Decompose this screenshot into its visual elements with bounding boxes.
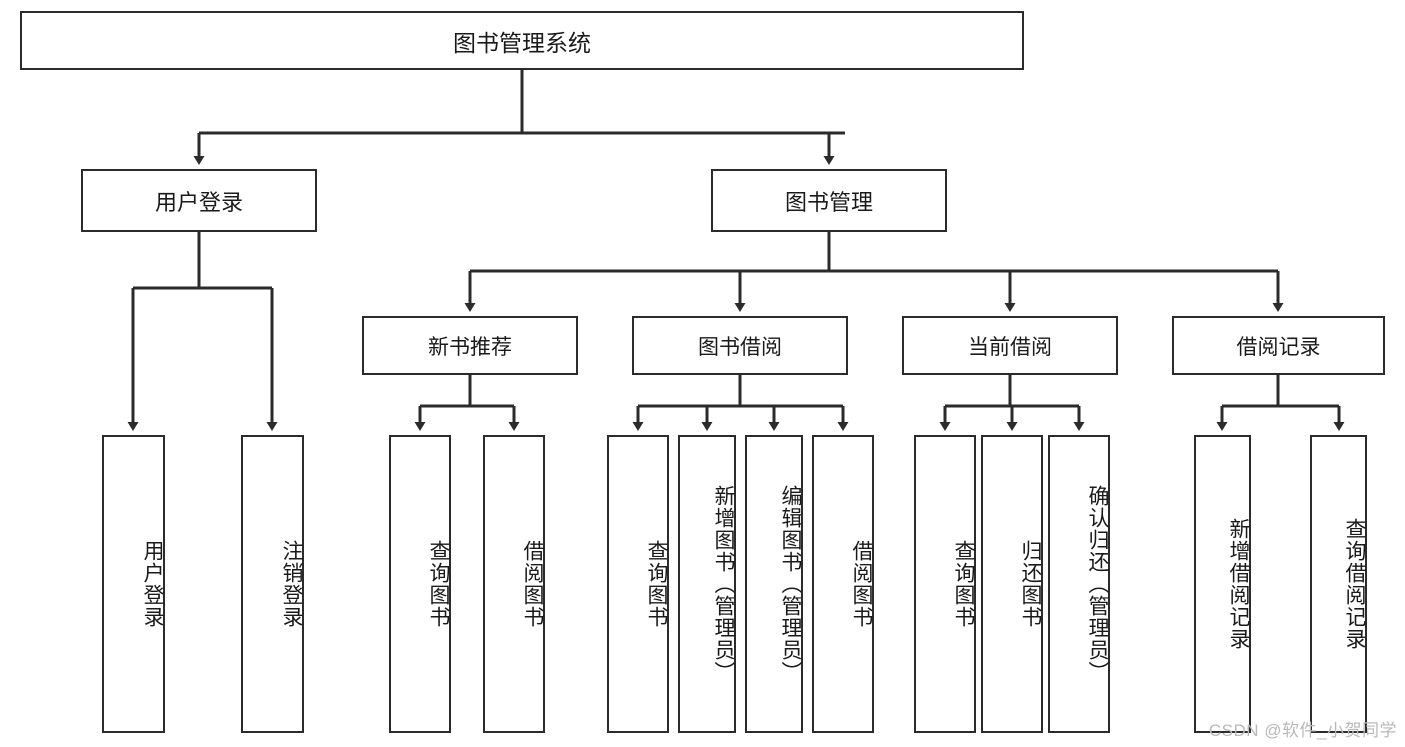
leaf-query-books-borrow[interactable]: 查询图书 xyxy=(607,435,669,733)
node-label: 图书管理系统 xyxy=(453,29,591,56)
leaf-borrow-books-recommend[interactable]: 借阅图书 xyxy=(483,435,545,733)
node-label: 借阅图书 xyxy=(521,540,544,628)
node-label: 新增图书（管理员） xyxy=(712,485,735,683)
node-label: 新增借阅记录 xyxy=(1227,518,1250,650)
node-label: 图书管理 xyxy=(784,189,873,215)
node-label: 查询图书 xyxy=(427,540,450,628)
leaf-add-borrow-record[interactable]: 新增借阅记录 xyxy=(1194,435,1251,733)
leaf-return-books[interactable]: 归还图书 xyxy=(981,435,1043,733)
leaf-query-books-current[interactable]: 查询图书 xyxy=(914,435,976,733)
node-borrow-records[interactable]: 借阅记录 xyxy=(1172,316,1385,375)
node-label: 当前借阅 xyxy=(968,335,1052,359)
node-root-system[interactable]: 图书管理系统 xyxy=(20,11,1024,70)
leaf-borrow-books[interactable]: 借阅图书 xyxy=(812,435,874,733)
node-label: 查询图书 xyxy=(952,540,975,628)
node-label: 新书推荐 xyxy=(428,335,512,359)
leaf-query-borrow-record[interactable]: 查询借阅记录 xyxy=(1310,435,1367,733)
node-label: 查询图书 xyxy=(645,540,668,628)
leaf-logout[interactable]: 注销登录 xyxy=(241,435,304,733)
node-user-login[interactable]: 用户登录 xyxy=(81,169,317,232)
node-label: 借阅图书 xyxy=(850,540,873,628)
leaf-edit-book-admin[interactable]: 编辑图书（管理员） xyxy=(745,435,803,733)
node-label: 借阅记录 xyxy=(1236,335,1321,359)
node-label: 用户登录 xyxy=(141,540,164,628)
node-book-management[interactable]: 图书管理 xyxy=(711,169,947,232)
node-label: 图书借阅 xyxy=(698,335,782,359)
leaf-add-book-admin[interactable]: 新增图书（管理员） xyxy=(678,435,736,733)
node-current-borrow[interactable]: 当前借阅 xyxy=(902,316,1118,375)
node-label: 归还图书 xyxy=(1019,540,1042,628)
leaf-user-login[interactable]: 用户登录 xyxy=(102,435,165,733)
node-label: 编辑图书（管理员） xyxy=(779,485,802,683)
node-label: 注销登录 xyxy=(280,540,303,628)
node-label: 确认归还（管理员） xyxy=(1086,485,1109,683)
watermark-text: CSDN @软件_小贺同学 xyxy=(1208,721,1397,740)
node-book-borrow[interactable]: 图书借阅 xyxy=(632,316,848,375)
node-new-book-recommend[interactable]: 新书推荐 xyxy=(362,316,578,375)
leaf-query-books-recommend[interactable]: 查询图书 xyxy=(389,435,451,733)
node-label: 用户登录 xyxy=(154,189,243,215)
node-label: 查询借阅记录 xyxy=(1343,518,1366,650)
leaf-confirm-return-admin[interactable]: 确认归还（管理员） xyxy=(1048,435,1110,733)
